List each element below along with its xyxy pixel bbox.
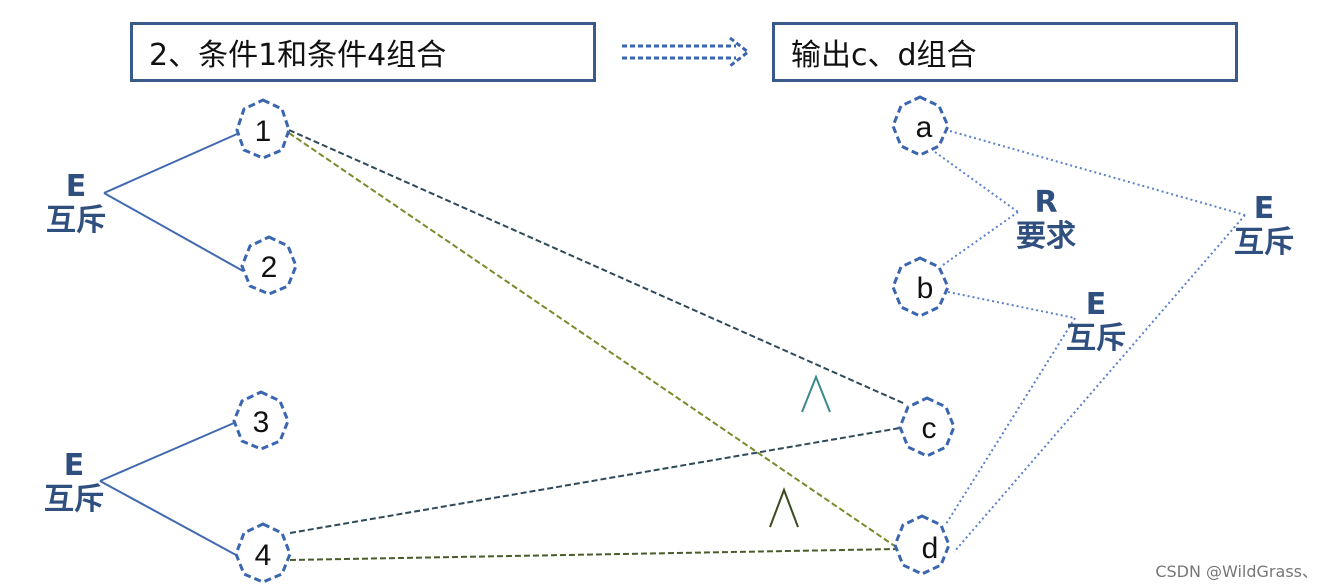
edge-4-c (289, 427, 901, 534)
right-title-box: 输出c、d组合 (772, 22, 1238, 82)
node-d-label: d (922, 532, 939, 565)
label-e-12: E 互斥 (38, 170, 114, 238)
left-title-box: 2、条件1和条件4组合 (130, 22, 596, 82)
edge-e-d-mid (945, 317, 1076, 525)
label-e-12-letter: E (65, 169, 87, 204)
node-b-label: b (917, 272, 934, 305)
label-e-12-text: 互斥 (46, 203, 106, 238)
label-e-34: E 互斥 (36, 449, 112, 517)
label-e-bd: E 互斥 (1058, 288, 1134, 356)
label-e-34-text: 互斥 (44, 482, 104, 517)
left-title: 2、条件1和条件4组合 (149, 38, 447, 73)
node-4-label: 4 (255, 539, 272, 572)
label-r-ab: R 要求 (1008, 186, 1084, 254)
label-e-ad: E 互斥 (1226, 192, 1302, 260)
node-2-label: 2 (261, 251, 278, 284)
node-3: 3 (232, 390, 290, 451)
and-symbol-c (801, 374, 831, 413)
node-3-label: 3 (253, 406, 270, 439)
watermark: CSDN @WildGrass、 (1155, 562, 1318, 581)
node-1: 1 (235, 98, 291, 160)
label-e-34-letter: E (63, 448, 85, 483)
edge-e34-4 (99, 480, 237, 556)
node-2: 2 (240, 235, 298, 296)
label-e-bd-text: 互斥 (1066, 321, 1126, 356)
edge-1-c (288, 129, 904, 404)
header-arrow-icon (622, 36, 751, 68)
edge-e12-1 (103, 133, 238, 194)
right-title: 输出c、d组合 (791, 38, 977, 73)
label-e-ad-letter: E (1253, 191, 1275, 226)
edge-a-e (949, 130, 1246, 216)
edge-1-d (288, 132, 903, 552)
node-a: a (891, 95, 950, 157)
node-4: 4 (234, 522, 292, 584)
node-c-label: c (922, 412, 937, 445)
edge-e-d-right (953, 214, 1246, 553)
label-r-ab-text: 要求 (1016, 219, 1076, 254)
and-symbol-d (769, 487, 799, 528)
node-1-label: 1 (255, 115, 272, 148)
edge-a-r (934, 151, 1019, 213)
label-r-ab-letter: R (1034, 185, 1058, 220)
node-b: b (891, 256, 950, 318)
label-e-bd-letter: E (1085, 287, 1107, 322)
label-e-ad-text: 互斥 (1234, 225, 1294, 260)
node-d: d (893, 514, 951, 576)
edge-e34-3 (99, 422, 235, 482)
edge-e12-2 (103, 192, 244, 272)
node-c: c (898, 396, 956, 458)
edge-b-r (942, 211, 1019, 266)
node-a-label: a (916, 111, 933, 144)
edge-b-e (947, 291, 1076, 319)
edge-4-d (289, 548, 899, 561)
